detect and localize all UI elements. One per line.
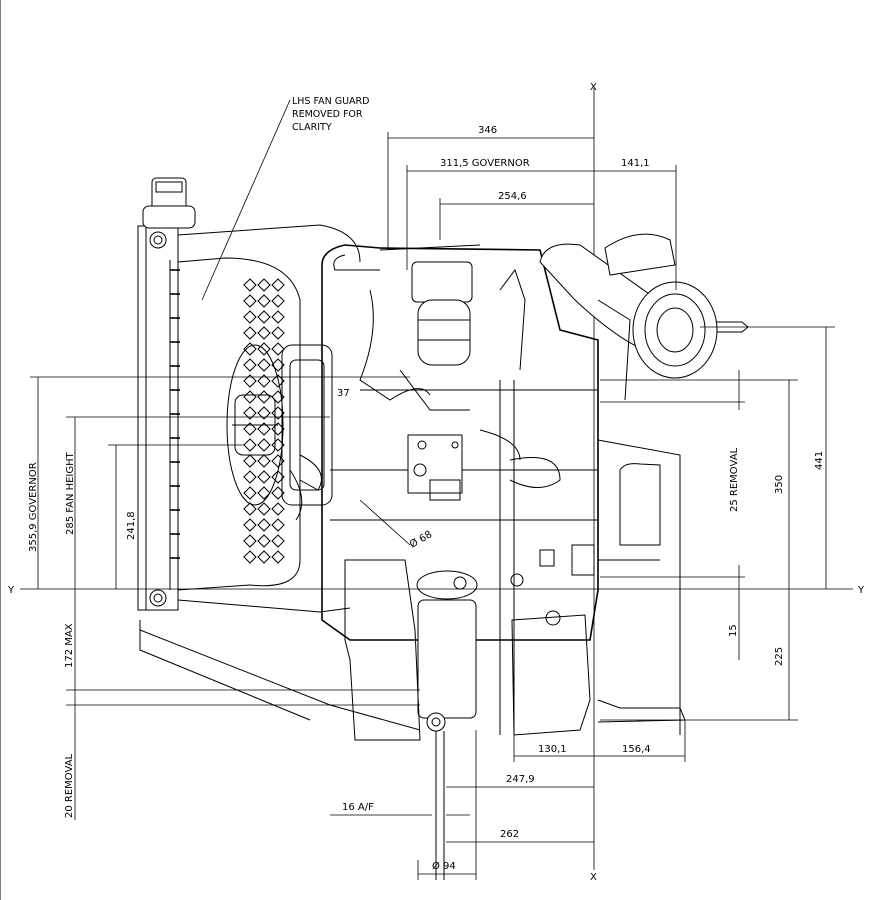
fan-blade-hatch xyxy=(271,470,285,484)
engine-block xyxy=(321,244,681,735)
y-axis-label-left: Y xyxy=(7,585,15,596)
fan-blade-hatch xyxy=(271,310,285,324)
fan-blade-hatch xyxy=(271,390,285,404)
dim-285-fan-height: 285 FAN HEIGHT xyxy=(65,451,76,535)
fan-blade-hatch xyxy=(243,390,257,404)
radiator xyxy=(137,177,361,613)
fan-blade-hatch xyxy=(257,518,271,532)
fan-blade-hatch xyxy=(271,326,285,340)
dim-254: 254,6 xyxy=(498,191,527,202)
fan-blade-hatch xyxy=(257,550,271,564)
dimension-lines-bottom xyxy=(330,720,686,880)
fan-blade-hatch xyxy=(243,342,257,356)
fan-blade-hatch xyxy=(257,486,271,500)
dim-15: 15 xyxy=(728,624,739,637)
fan-blade-hatch xyxy=(243,534,257,548)
fan-blade-hatch xyxy=(271,454,285,468)
fan-blade-hatch xyxy=(271,294,285,308)
dim-25-removal: 25 REMOVAL xyxy=(729,447,740,512)
x-axis-label-bottom: X xyxy=(590,872,597,883)
dim-141: 141,1 xyxy=(621,158,650,169)
dimension-lines-top xyxy=(387,132,677,290)
bore-leader xyxy=(359,499,411,546)
fan-blade-hatch xyxy=(271,518,285,532)
fan-blade-hatch xyxy=(257,278,271,292)
fan-blade-hatch xyxy=(257,454,271,468)
fan-blade-hatch xyxy=(243,422,257,436)
dim-16-af: 16 A/F xyxy=(342,802,374,813)
dimension-lines-left xyxy=(30,376,420,820)
dim-225: 225 xyxy=(774,647,785,666)
fan-blade-hatch xyxy=(271,438,285,452)
fan-blade-hatch xyxy=(243,454,257,468)
fan-blade-hatch xyxy=(257,390,271,404)
dim-441: 441 xyxy=(814,451,825,470)
fan-blade-hatch xyxy=(257,422,271,436)
fan-blade-hatch xyxy=(243,550,257,564)
fan-blade-hatch xyxy=(257,470,271,484)
fan-blade-hatch xyxy=(257,294,271,308)
dim-172-max: 172 MAX xyxy=(64,623,75,668)
x-axis-label-top: X xyxy=(590,82,597,93)
dim-bore-68: Ø 68 xyxy=(408,528,435,550)
note-line-2: REMOVED FOR xyxy=(292,109,363,120)
fan-blade-hatch xyxy=(257,534,271,548)
fan-blade-hatch xyxy=(243,326,257,340)
dim-311-governor: 311,5 GOVERNOR xyxy=(440,158,530,169)
fan-blade-hatch xyxy=(271,486,285,500)
note-leader xyxy=(201,99,291,301)
fan-blade-hatch xyxy=(257,502,271,516)
dim-156: 156,4 xyxy=(622,744,651,755)
dim-241: 241,8 xyxy=(126,511,137,540)
fan-blade-hatch xyxy=(243,518,257,532)
fuel-injection-pump xyxy=(333,244,561,501)
dimension-lines-right xyxy=(600,326,835,721)
crank-pulley xyxy=(281,344,333,521)
dim-346: 346 xyxy=(478,125,497,136)
dim-350: 350 xyxy=(774,475,785,494)
fan-blade-hatch xyxy=(243,470,257,484)
y-axis-label-right: Y xyxy=(857,585,865,596)
dim-262: 262 xyxy=(500,829,519,840)
fan-blade-hatch xyxy=(271,422,285,436)
fan-blade-hatch xyxy=(271,550,285,564)
dim-dia-94: Ø 94 xyxy=(432,860,456,872)
note-line-3: CLARITY xyxy=(292,122,332,133)
dim-247: 247,9 xyxy=(506,774,535,785)
fan-blade-hatch xyxy=(271,502,285,516)
dim-37: 37 xyxy=(337,388,350,399)
engine-mount-foot xyxy=(139,463,661,741)
fan-blade-hatch xyxy=(243,278,257,292)
oil-filter xyxy=(416,570,478,880)
dim-355-governor: 355,9 GOVERNOR xyxy=(28,462,39,552)
cooling-fan xyxy=(177,257,301,591)
fan-blade-hatch xyxy=(257,342,271,356)
fan-blade-hatch xyxy=(243,486,257,500)
fan-blade-hatch xyxy=(243,310,257,324)
fan-blade-hatch xyxy=(243,294,257,308)
fan-blade-hatch xyxy=(243,438,257,452)
fan-blade-hatch xyxy=(271,278,285,292)
fan-blade-hatch xyxy=(257,310,271,324)
fan-blade-hatch xyxy=(271,358,285,372)
fan-blade-hatch xyxy=(271,534,285,548)
fan-blade-hatch xyxy=(243,502,257,516)
fan-blade-hatch xyxy=(243,358,257,372)
fan-blade-hatch xyxy=(257,438,271,452)
dim-20-removal: 20 REMOVAL xyxy=(64,753,75,818)
fan-blade-hatch xyxy=(257,358,271,372)
fan-blade-hatch xyxy=(257,326,271,340)
note-line-1: LHS FAN GUARD xyxy=(292,96,369,107)
air-cleaner xyxy=(539,233,749,401)
oil-sump xyxy=(510,573,686,736)
dim-130: 130,1 xyxy=(538,744,567,755)
